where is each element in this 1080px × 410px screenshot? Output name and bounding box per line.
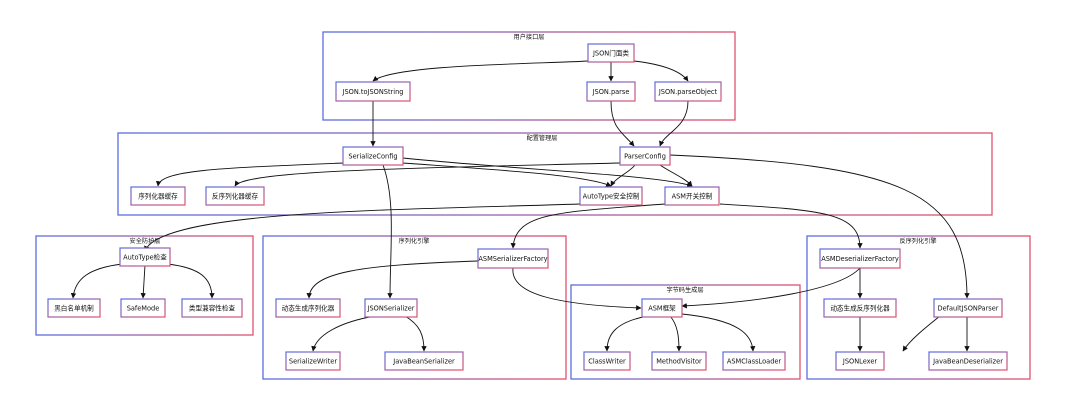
node-label: MethodVisitor: [656, 358, 702, 366]
node-label: ClassWriter: [588, 358, 626, 366]
edge-asmswitch-to-asmserializerfactory: [510, 203, 666, 249]
node-label: 序列化器缓存: [138, 192, 178, 201]
node-to-json-string: JSON.toJSONString: [335, 81, 411, 102]
node-label: JavaBeanSerializer: [392, 358, 455, 366]
node-method-visitor: MethodVisitor: [651, 351, 707, 371]
node-label: ASM开关控制: [672, 192, 713, 201]
node-label: ParserConfig: [624, 153, 666, 161]
node-label: 动态生成反序列化器: [830, 304, 890, 313]
node-default-json-parser: DefaultJSONParser: [933, 298, 1003, 318]
node-json-parse-object: JSON.parseObject: [654, 81, 722, 102]
edge-parseobject-to-parserconfig: [659, 100, 689, 147]
node-label: ASMDeserializerFactory: [821, 255, 899, 263]
edge-autotypecheck-to-safemode: [140, 264, 146, 299]
edge-jsonserializer-to-serializewriter: [311, 315, 376, 352]
node-label: 动态生成序列化器: [282, 304, 335, 313]
edge-parserconfig-to-asmswitch: [659, 164, 693, 187]
node-json-facade: JSON门面类: [587, 43, 635, 63]
group-deserialization: 反序列化引擎: [806, 235, 1031, 380]
group-label: 用户接口层: [514, 33, 545, 41]
node-label: SerializeWriter: [289, 358, 337, 366]
node-deserializer-cache: 反序列化器缓存: [205, 186, 265, 206]
edge-autotypecheck-to-blackwhitelist: [70, 263, 123, 299]
edge-serializeconfig-to-asmswitch: [402, 157, 693, 187]
node-javabean-serializer: JavaBeanSerializer: [384, 351, 464, 371]
node-black-white-list: 黑白名单机制: [47, 298, 101, 318]
node-serialize-config: SerializeConfig: [342, 146, 404, 166]
node-type-compat-check: 类型兼容性检查: [181, 298, 243, 318]
edge-parserconfig-to-deserializercache: [234, 162, 621, 187]
node-label: AutoType检查: [123, 253, 167, 262]
group-security: 安全防护层: [35, 235, 254, 336]
edge-facade-to-parseobject: [633, 60, 689, 82]
edge-asmserializerfactory-to-dynamicserializer: [306, 260, 479, 299]
edge-asmswitch-to-asmdeserializerfactory: [719, 203, 863, 249]
edge-serializeconfig-to-jsonserializer: [382, 164, 393, 299]
node-label: ASMClassLoader: [727, 358, 782, 366]
edge-asmserializerfactory-to-asmframework: [512, 267, 642, 311]
node-asm-serializer-factory: ASMSerializerFactory: [477, 248, 549, 269]
edge-parserconfig-to-defaultjsonparser: [669, 154, 970, 299]
edge-parse-to-parserconfig: [610, 100, 635, 147]
node-label: JSONSerializer: [367, 305, 415, 313]
group-label: 字节码生成层: [666, 286, 703, 294]
edge-asmframework-to-asmclassloader: [681, 313, 756, 352]
edge-asmframework-to-methodvisitor: [669, 315, 682, 352]
group-serialization: 序列化引擎: [262, 235, 567, 380]
node-label: ASMSerializerFactory: [478, 255, 547, 263]
edge-asmframework-to-classwriter: [604, 315, 649, 352]
node-label: JSON.toJSONString: [342, 88, 404, 96]
node-asm-class-loader: ASMClassLoader: [722, 351, 786, 371]
node-json-parse: JSON.parse: [586, 81, 636, 102]
edge-jsonserializer-to-javabeanserializer: [404, 315, 427, 352]
node-label: 黑白名单机制: [54, 304, 94, 313]
node-dynamic-deserializer: 动态生成反序列化器: [823, 298, 897, 318]
node-autotype-check: AutoType检查: [119, 247, 171, 267]
group-label: 序列化引擎: [399, 237, 430, 245]
node-class-writer: ClassWriter: [583, 351, 631, 371]
edge-facade-to-tojsonstring: [372, 60, 589, 82]
group-label: 安全防护层: [130, 237, 161, 245]
group-label: 配置管理层: [527, 134, 558, 142]
edge-autotypecheck-to-typecompat: [167, 263, 215, 299]
edges: [70, 60, 970, 352]
node-javabean-deserializer: JavaBeanDeserializer: [928, 351, 1008, 371]
group-user-interface: 用户接口层: [322, 31, 736, 121]
group-bytecode: 字节码生成层: [570, 284, 801, 380]
node-label: ASM框架: [648, 304, 676, 313]
group-label: 反序列化引擎: [899, 237, 936, 245]
node-parser-config: ParserConfig: [619, 146, 671, 166]
node-json-lexer: JSONLexer: [835, 351, 885, 371]
node-label: JSON.parse: [592, 88, 630, 96]
edge-asmdeserializerfactory-to-asmframework: [681, 267, 861, 309]
edge-serializeconfig-to-autotype: [402, 162, 612, 187]
node-serialize-writer: SerializeWriter: [285, 351, 341, 371]
node-label: 类型兼容性检查: [189, 304, 236, 313]
node-label: AutoType安全控制: [583, 192, 640, 201]
node-label: SerializeConfig: [348, 153, 397, 161]
node-label: JavaBeanDeserializer: [932, 358, 1003, 366]
node-label: SafeMode: [127, 305, 160, 313]
edge-defaultjsonparser-to-jsonlexer: [902, 315, 941, 352]
node-asm-framework: ASM框架: [641, 298, 683, 318]
node-autotype-control: AutoType安全控制: [579, 186, 643, 206]
node-label: JSONLexer: [842, 358, 878, 366]
node-asm-deserializer-factory: ASMDeserializerFactory: [819, 248, 901, 269]
nodes: JSON门面类 JSON.toJSONString JSON.parse JSO…: [47, 43, 1008, 371]
node-dynamic-serializer: 动态生成序列化器: [275, 298, 341, 318]
node-safe-mode: SafeMode: [120, 298, 166, 318]
edge-parserconfig-to-autotype: [610, 164, 636, 187]
node-label: JSON门面类: [592, 49, 629, 58]
node-json-serializer: JSONSerializer: [364, 298, 418, 318]
node-asm-switch: ASM开关控制: [664, 186, 720, 206]
edge-serializeconfig-to-serializercache: [155, 162, 344, 187]
node-serializer-cache: 序列化器缓存: [130, 186, 186, 206]
node-label: DefaultJSONParser: [938, 305, 999, 313]
edge-autotype-to-autotypecheck: [144, 203, 581, 252]
node-label: JSON.parseObject: [658, 88, 718, 96]
node-label: 反序列化器缓存: [212, 192, 259, 201]
